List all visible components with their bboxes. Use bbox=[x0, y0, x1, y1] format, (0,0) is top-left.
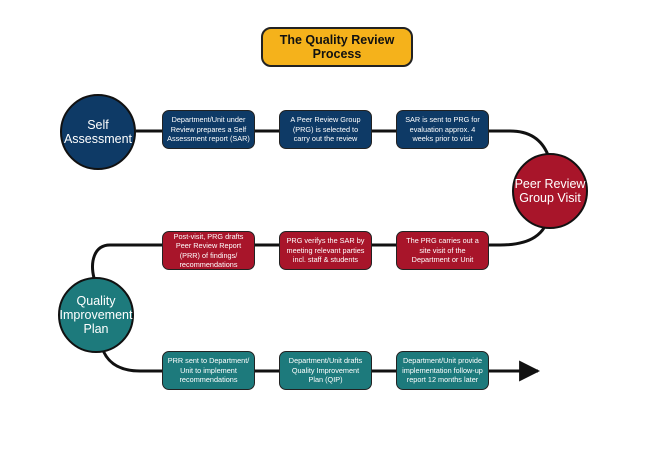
step-verify-sar: PRG verifys the SAR by meeting relevant … bbox=[279, 231, 372, 270]
step-draft-prr: Post-visit, PRG drafts Peer Review Repor… bbox=[162, 231, 255, 270]
step-send-prr: PRR sent to Department/ Unit to implemen… bbox=[162, 351, 255, 390]
step-draft-qip: Department/Unit drafts Quality Improveme… bbox=[279, 351, 372, 390]
stage-peer-review-group-visit: Peer Review Group Visit bbox=[512, 153, 588, 229]
stage-self-assessment: Self Assessment bbox=[60, 94, 136, 170]
connector-right-curve bbox=[91, 211, 552, 279]
connector-top-row bbox=[136, 129, 550, 156]
step-prepare-sar: Department/Unit under Review prepares a … bbox=[162, 110, 255, 149]
step-site-visit: The PRG carries out a site visit of the … bbox=[396, 231, 489, 270]
step-select-prg: A Peer Review Group (PRG) is selected to… bbox=[279, 110, 372, 149]
step-follow-up-report: Department/Unit provide implementation f… bbox=[396, 351, 489, 390]
stage-quality-improvement-plan: Quality Improvement Plan bbox=[58, 277, 134, 353]
step-send-sar: SAR is sent to PRG for evaluation approx… bbox=[396, 110, 489, 149]
diagram-title: The Quality Review Process bbox=[261, 27, 413, 67]
